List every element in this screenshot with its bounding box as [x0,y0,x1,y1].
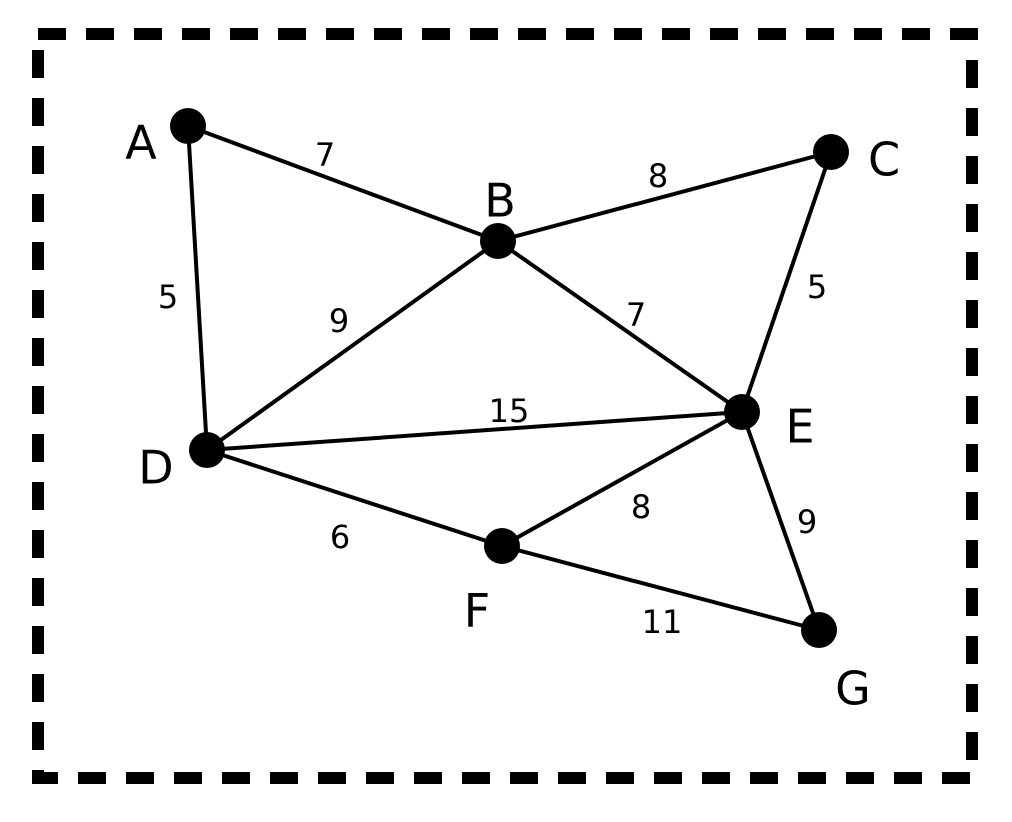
node-label-a: A [125,116,157,170]
edge-e-f [500,410,744,548]
dashed-frame [32,28,978,784]
node-label-c: C [868,133,900,187]
nodes-layer [170,108,849,648]
edge-b-d [205,239,500,452]
edge-weight-a-d: 5 [158,278,178,316]
edge-d-f [205,448,504,548]
edge-weight-e-g: 9 [797,503,817,541]
edge-weight-e-f: 8 [631,488,651,526]
node-c [813,134,849,170]
edge-weight-d-e: 15 [489,392,530,430]
node-a [170,108,206,144]
node-label-f: F [464,584,490,638]
labels-layer: A B C D E F G [125,116,900,716]
edge-weight-c-e: 5 [807,268,827,306]
edge-weight-b-c: 8 [648,157,668,195]
node-label-d: D [138,441,173,495]
edge-e-g [740,410,821,632]
edge-c-e [740,150,833,414]
edge-b-c [496,150,833,243]
edge-weight-b-d: 9 [329,302,349,340]
edge-weight-d-f: 6 [330,518,350,556]
node-b [480,223,516,259]
edge-a-d [186,124,209,452]
node-label-e: E [785,400,814,454]
edge-weight-a-b: 7 [315,136,335,174]
node-d [189,432,225,468]
node-e [724,394,760,430]
edge-d-e [205,410,744,452]
node-g [801,612,837,648]
node-label-b: B [484,174,516,228]
edge-weight-f-g: 11 [642,603,683,641]
edge-a-b [186,124,500,243]
weights-layer: 7 5 8 9 7 5 15 6 8 9 11 [158,136,827,641]
edge-f-g [500,544,821,632]
edge-weight-b-e: 7 [626,296,646,334]
edges-layer [186,124,833,632]
node-f [484,528,520,564]
edge-b-e [496,239,744,414]
node-label-g: G [835,662,871,716]
